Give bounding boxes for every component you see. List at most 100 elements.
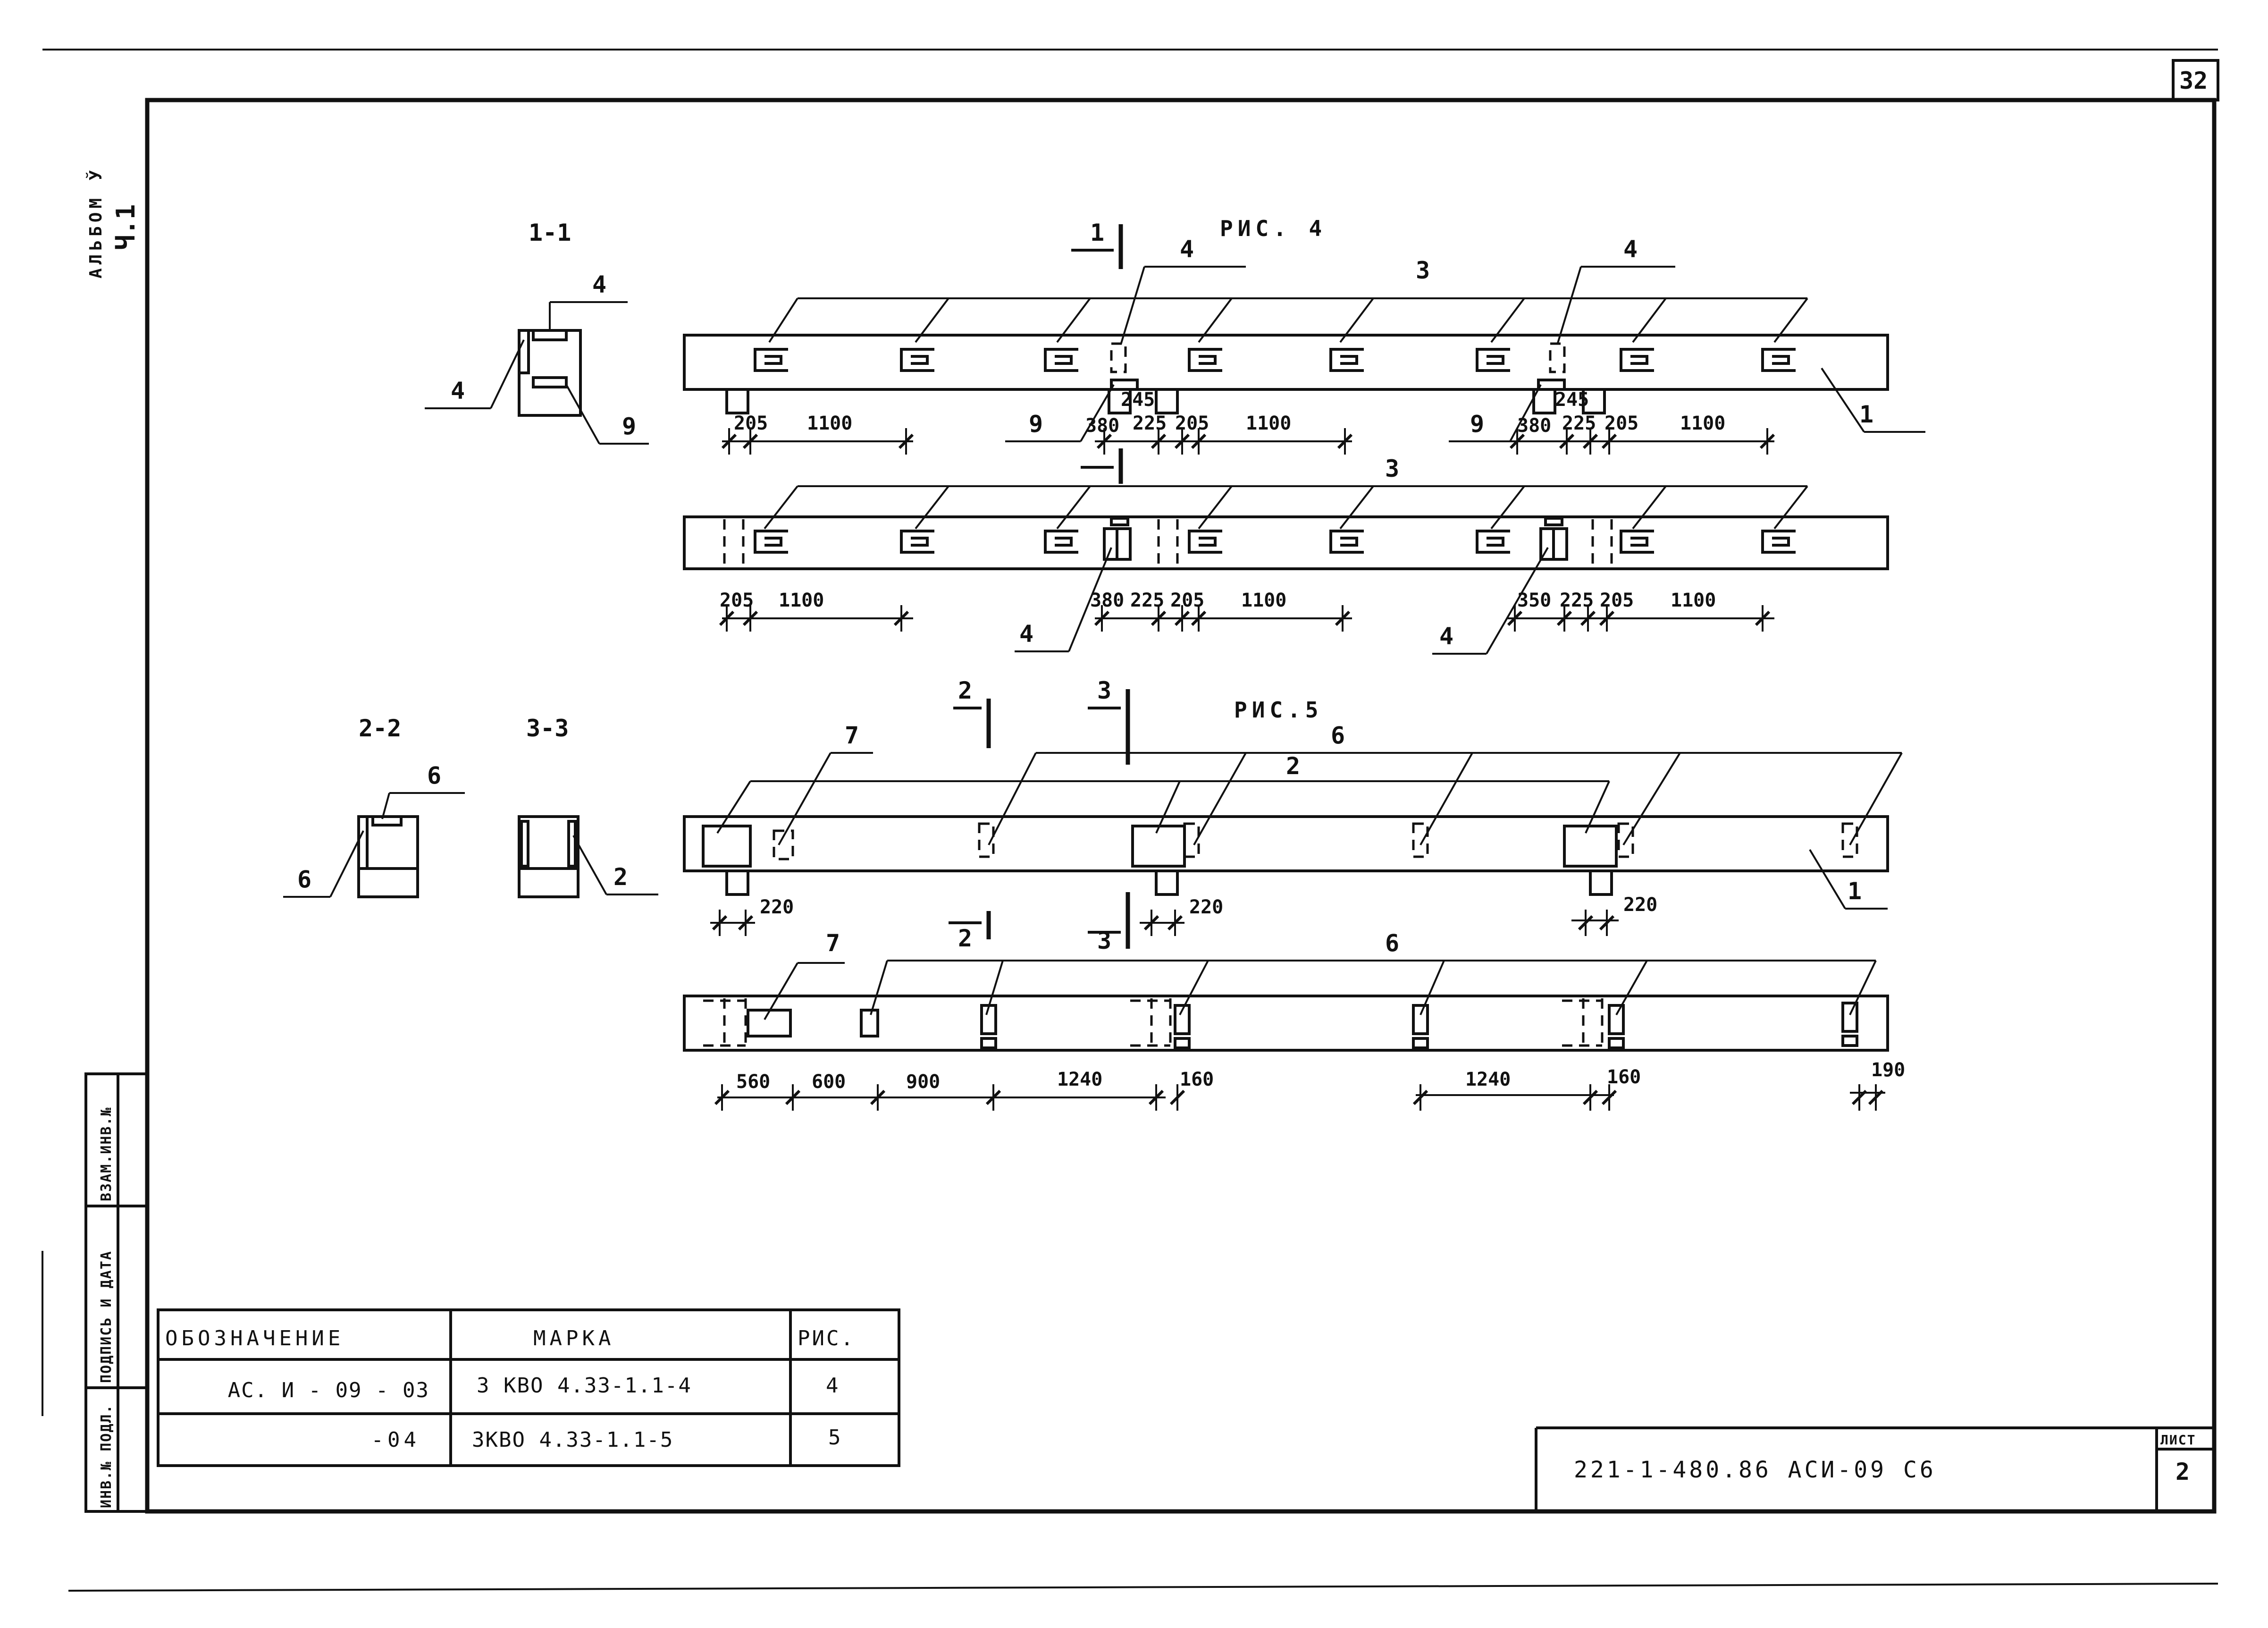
callout-6-lower: 6 [1385, 929, 1399, 957]
beam-fig5-lower [683, 995, 1889, 1052]
fig4-title: РИС. 4 [1220, 216, 1327, 241]
table-row1-fig: 4 [826, 1374, 842, 1398]
dim-ticks-fig5-lower [714, 1084, 1884, 1111]
dim-tick-slash [1755, 610, 1771, 626]
dim-tick-slash [1601, 433, 1617, 449]
dim-205: 205 [1175, 413, 1209, 434]
dim-tick-slash [1759, 433, 1775, 449]
dim-tick-slash [1151, 610, 1167, 626]
dim-205: 205 [734, 413, 768, 434]
dim-225: 225 [1562, 413, 1596, 434]
dim-tick-slash [1509, 433, 1525, 449]
dim-220-b: 220 [1189, 896, 1223, 918]
dim-1100: 1100 [1671, 590, 1716, 611]
fig4-insets-upper [754, 348, 1796, 372]
stamp-inventory: ИНВ.№ ПОДЛ. [98, 1404, 115, 1508]
table-header-mark: МАРКА [533, 1326, 614, 1350]
table-row1-mark: 3 КВО 4.33-1.1-4 [477, 1374, 692, 1398]
dim-245: 245 [1121, 389, 1155, 411]
dim-tick-slash [1337, 433, 1353, 449]
dim-380: 380 [1090, 590, 1124, 611]
cut-2-bottom: 2 [958, 925, 972, 952]
dim-tick-slash [1174, 433, 1190, 449]
side-stamp: ИНВ.№ ПОДЛ. ПОДПИСЬ И ДАТА ВЗАМ.ИНВ.№ [84, 1072, 149, 1513]
dim-600: 600 [812, 1071, 846, 1093]
callout-2-upper: 2 [1286, 752, 1300, 780]
dim-380: 380 [1085, 415, 1119, 437]
stamp-signature: ПОДПИСЬ И ДАТА [98, 1250, 115, 1383]
dim-ticks-fig4-upper [721, 428, 1775, 455]
dim-tick-slash [1167, 915, 1183, 931]
dim-tick-slash [1601, 1089, 1617, 1105]
dim-tick-slash [714, 1089, 730, 1105]
dim-tick-slash [1169, 1089, 1185, 1105]
embedded-part [900, 530, 934, 554]
embedded-part [1188, 348, 1222, 372]
album-part: Ч.1 [111, 204, 141, 250]
callout-9-b: 9 [1470, 410, 1484, 438]
dim-1100: 1100 [1246, 413, 1291, 434]
embedded-part [754, 348, 788, 372]
dim-tick-slash [1412, 1089, 1428, 1105]
dim-225: 225 [1560, 590, 1594, 611]
embedded-part [1329, 348, 1364, 372]
sheet-value: 2 [2176, 1458, 2190, 1485]
dim-1240-b: 1240 [1465, 1069, 1511, 1090]
dim-900: 900 [906, 1071, 940, 1093]
cut-2-top: 2 [958, 677, 972, 704]
callout-6-upper: 6 [1331, 722, 1345, 749]
dim-tick-slash [985, 1089, 1001, 1105]
dim-1100: 1100 [807, 413, 852, 434]
dim-tick-slash [721, 433, 737, 449]
dim-1100: 1100 [1680, 413, 1725, 434]
callout-4-lower-b: 4 [1439, 623, 1453, 650]
embedded-part [1476, 348, 1510, 372]
dim-ticks-fig5-upper [712, 910, 1615, 936]
dim-220-c: 220 [1623, 894, 1657, 916]
callout-3-lower: 3 [1385, 455, 1399, 482]
dim-205: 205 [1170, 590, 1204, 611]
embedded-part [1761, 530, 1796, 554]
callout-6-top: 6 [427, 762, 441, 789]
cut-1-label: 1 [1090, 219, 1104, 246]
callout-4-lower-a: 4 [1019, 620, 1033, 648]
dim-tick-slash [1578, 915, 1594, 931]
embedded-part [1044, 348, 1078, 372]
section-1-1 [425, 301, 649, 445]
beam-fig5-upper [683, 815, 1889, 896]
dim-220-a: 220 [760, 896, 794, 918]
table-header-designation: ОБОЗНАЧЕНИЕ [165, 1326, 344, 1350]
title-block [1535, 1426, 2216, 1513]
section-2-2-label: 2-2 [359, 715, 401, 742]
dim-tick-slash [742, 610, 758, 626]
dim-1240-a: 1240 [1057, 1069, 1102, 1090]
embedded-part [1476, 530, 1510, 554]
dim-tick-slash [1851, 1089, 1867, 1105]
dim-225: 225 [1130, 590, 1164, 611]
dim-tick-slash [719, 610, 735, 626]
sheet-label: ЛИСТ [2160, 1432, 2196, 1448]
dim-160-b: 160 [1607, 1066, 1641, 1088]
dim-tick-slash [1094, 610, 1110, 626]
callout-9-a: 9 [1029, 410, 1043, 438]
dim-tick-slash [1507, 610, 1523, 626]
album-label: АЛЬБОМ Ў [86, 167, 106, 278]
embedded-part [1761, 348, 1796, 372]
dim-350: 350 [1517, 590, 1551, 611]
section-1-1-label: 1-1 [529, 219, 571, 246]
table-row2-designation: -04 [371, 1428, 420, 1452]
section-2-2 [283, 792, 465, 898]
dim-1100: 1100 [1241, 590, 1286, 611]
sheet-number: 32 [2179, 67, 2208, 94]
embedded-part [1329, 530, 1364, 554]
dim-tick-slash [738, 915, 754, 931]
dim-tick-slash [1191, 610, 1207, 626]
callout-9: 9 [622, 413, 636, 440]
embedded-part [900, 348, 934, 372]
dim-ticks-fig4-lower [719, 605, 1771, 632]
cut-3-top: 3 [1097, 677, 1111, 704]
table-row2-fig: 5 [828, 1426, 845, 1450]
dim-tick-slash [898, 433, 914, 449]
dim-380: 380 [1517, 415, 1551, 437]
